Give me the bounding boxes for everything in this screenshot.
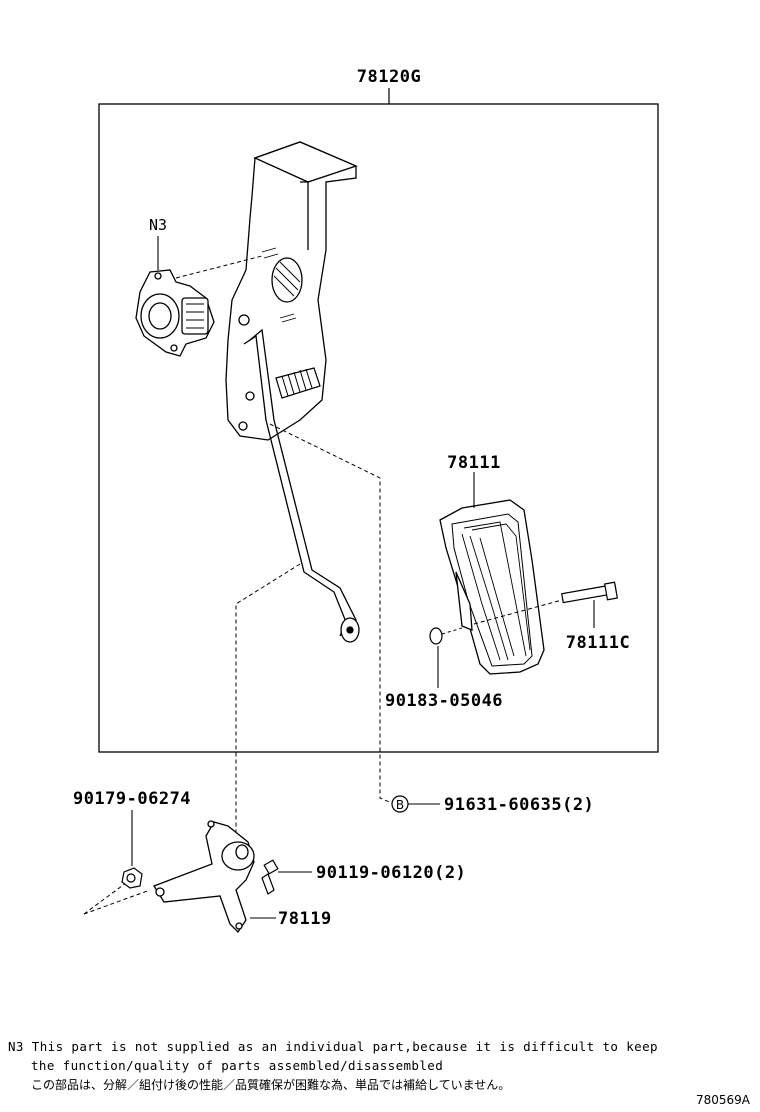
stopper [153,820,255,934]
label-nut: 90179-06274 [73,789,191,809]
note-ref: N3 [8,1039,24,1054]
dash-line-bolt-b [269,423,395,805]
washer-dash-line [441,627,463,635]
note-line-3: この部品は、分解／組付け後の性能／品質確保が困難な為、単品では補給していません。 [31,1078,511,1092]
stopper-bolt [261,859,279,895]
pedal-spring [275,367,321,399]
washer [429,627,443,645]
pedal-pad [439,499,545,675]
dash-line-nut [83,879,151,915]
note-line-1: N3 This part is not supplied as an indiv… [8,1039,658,1054]
dash-line-stopper [235,563,301,840]
figure-id: 780569A [695,1093,750,1107]
pedal-bracket [225,141,358,441]
label-bolt: 90119-06120(2) [316,863,466,883]
label-stopper: 78119 [278,909,332,929]
pad-pin [561,581,619,604]
label-sensor-note-ref: N3 [149,216,167,234]
sensor-dash-line [175,255,263,279]
note-line-2: the function/quality of parts assembled/… [31,1058,444,1073]
bolt-b-marker-letter: B [396,798,404,812]
position-sensor [135,269,215,357]
pad-pin-dash-line [473,599,563,625]
label-bolt-b: 91631-60635(2) [444,795,594,815]
note-text-1: This part is not supplied as an individu… [31,1039,658,1054]
nut [121,867,143,889]
assembly-boundary [98,103,659,753]
label-washer: 90183-05046 [385,691,503,711]
label-pad-pin: 78111C [566,633,630,653]
pedal-arm [243,328,360,643]
label-assembly: 78120G [357,67,421,87]
label-pad: 78111 [447,453,501,473]
